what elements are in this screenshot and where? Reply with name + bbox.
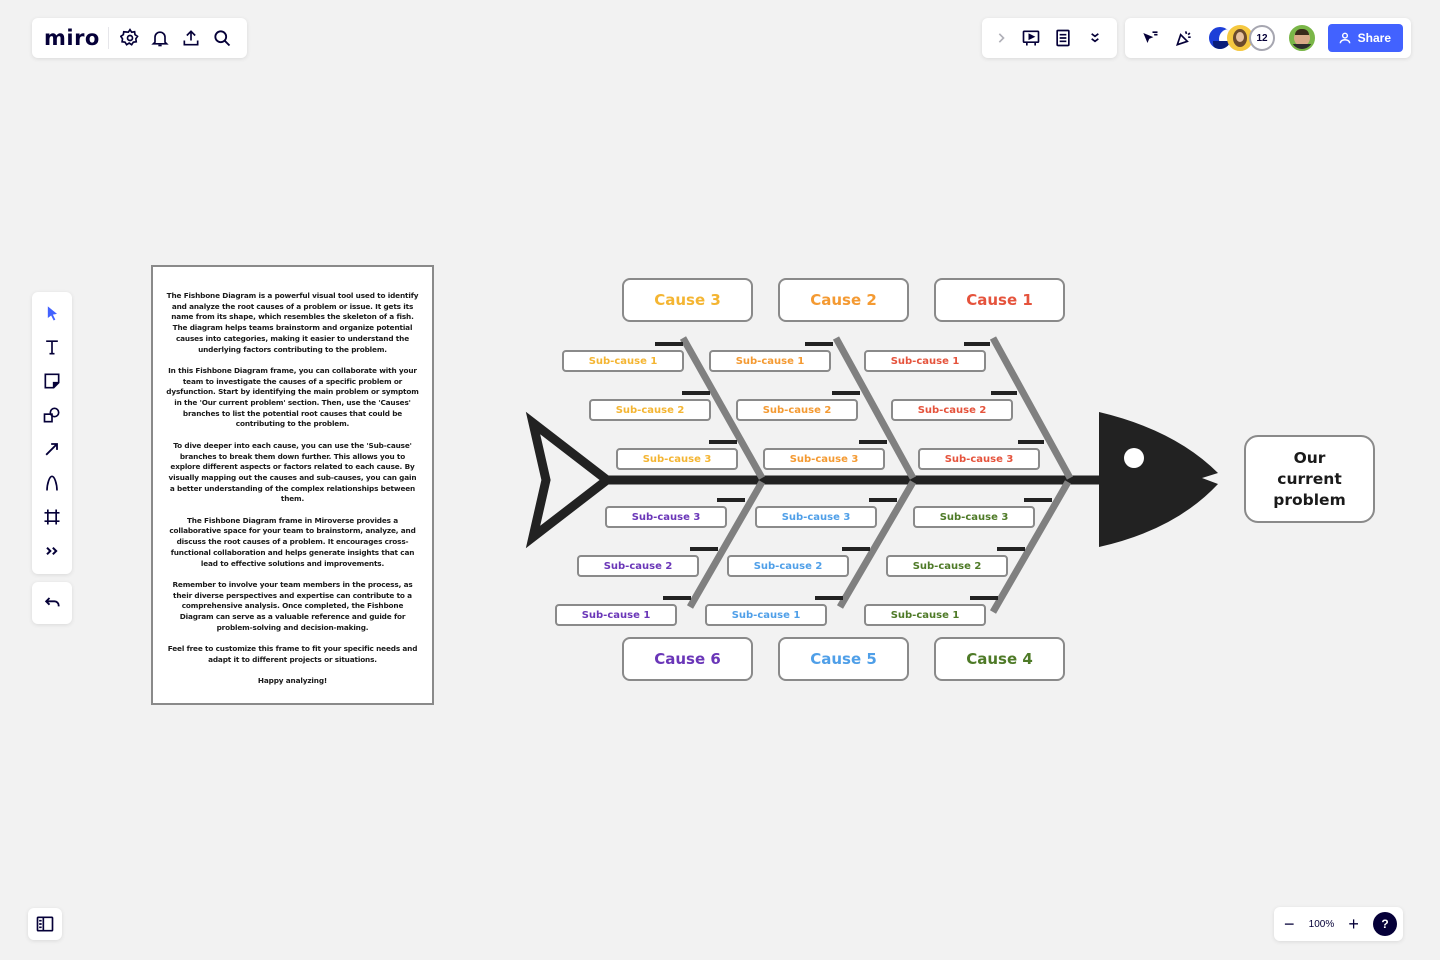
cause-3-sub-cause-1[interactable]: Sub-cause 1 xyxy=(562,350,684,372)
cause-2-box[interactable]: Cause 2 xyxy=(778,278,909,322)
cause-5-box[interactable]: Cause 5 xyxy=(778,637,909,681)
cause-6-box[interactable]: Cause 6 xyxy=(622,637,753,681)
fish-head xyxy=(1099,412,1218,547)
current-user-avatar[interactable] xyxy=(1289,25,1315,51)
help-button[interactable]: ? xyxy=(1372,912,1397,936)
cause-3-box[interactable]: Cause 3 xyxy=(622,278,753,322)
cause-1-box[interactable]: Cause 1 xyxy=(934,278,1065,322)
description-paragraph: Happy analyzing! xyxy=(257,676,328,686)
cause-5-sub-cause-1[interactable]: Sub-cause 1 xyxy=(705,604,827,626)
notifications-icon[interactable] xyxy=(145,21,176,55)
zoom-out-button[interactable]: − xyxy=(1284,913,1295,934)
arrow-tool-icon[interactable] xyxy=(32,432,72,466)
more-icon[interactable] xyxy=(1079,21,1111,55)
share-label: Share xyxy=(1357,31,1391,45)
search-icon[interactable] xyxy=(206,21,237,55)
cause-6-sub-cause-1[interactable]: Sub-cause 1 xyxy=(555,604,677,626)
current-problem-box[interactable]: Our current problem xyxy=(1244,435,1375,523)
notes-icon[interactable] xyxy=(1047,21,1079,55)
description-paragraph: Remember to involve your team members in… xyxy=(172,579,413,632)
shapes-tool-icon[interactable] xyxy=(32,398,72,432)
cause-2-sub-cause-2[interactable]: Sub-cause 2 xyxy=(736,399,858,421)
cause-5-sub-cause-3[interactable]: Sub-cause 3 xyxy=(755,506,877,528)
select-tool-icon[interactable] xyxy=(32,296,72,330)
board-panel-toggle[interactable] xyxy=(28,908,62,940)
miro-logo[interactable]: miro xyxy=(44,27,109,49)
frame-tool-icon[interactable] xyxy=(32,500,72,534)
top-right-toolbar-view xyxy=(982,18,1117,58)
celebrate-icon[interactable] xyxy=(1167,21,1201,55)
cause-5-sub-cause-2[interactable]: Sub-cause 2 xyxy=(727,555,849,577)
cause-3-sub-cause-3[interactable]: Sub-cause 3 xyxy=(616,448,738,470)
left-toolbar xyxy=(32,292,72,574)
sticky-note-tool-icon[interactable] xyxy=(32,364,72,398)
user-icon xyxy=(1339,32,1351,44)
cursor-icon[interactable] xyxy=(1133,21,1167,55)
cause-2-sub-cause-1[interactable]: Sub-cause 1 xyxy=(709,350,831,372)
top-right-toolbar-collab: 12 Share xyxy=(1125,18,1411,58)
cause-1-sub-cause-1[interactable]: Sub-cause 1 xyxy=(864,350,986,372)
fish-tail xyxy=(525,411,615,549)
settings-icon[interactable] xyxy=(114,21,145,55)
export-icon[interactable] xyxy=(176,21,207,55)
text-tool-icon[interactable] xyxy=(32,330,72,364)
top-left-toolbar: miro xyxy=(32,18,247,58)
cause-4-box[interactable]: Cause 4 xyxy=(934,637,1065,681)
more-tools-icon[interactable] xyxy=(32,534,72,568)
cause-4-sub-cause-1[interactable]: Sub-cause 1 xyxy=(864,604,986,626)
cause-6-sub-cause-3[interactable]: Sub-cause 3 xyxy=(605,506,727,528)
undo-icon[interactable] xyxy=(35,586,69,620)
description-paragraph: In this Fishbone Diagram frame, you can … xyxy=(166,365,419,429)
zoom-level[interactable]: 100% xyxy=(1308,918,1335,930)
description-paragraph: To dive deeper into each cause, you can … xyxy=(168,440,417,504)
share-button[interactable]: Share xyxy=(1327,24,1403,52)
expand-chevron-icon[interactable] xyxy=(988,21,1015,55)
description-frame[interactable]: The Fishbone Diagram is a powerful visua… xyxy=(151,265,434,705)
presentation-icon[interactable] xyxy=(1015,21,1047,55)
cause-2-sub-cause-3[interactable]: Sub-cause 3 xyxy=(763,448,885,470)
description-paragraph: The Fishbone Diagram is a powerful visua… xyxy=(166,291,419,354)
cause-4-sub-cause-3[interactable]: Sub-cause 3 xyxy=(913,506,1035,528)
sidebar-toggle-icon xyxy=(36,916,54,932)
zoom-controls: − 100% + ? xyxy=(1274,907,1403,941)
fish-eye xyxy=(1124,448,1144,468)
collaborator-avatars[interactable]: 12 xyxy=(1207,25,1275,51)
collaborator-count-badge[interactable]: 12 xyxy=(1249,25,1275,51)
description-paragraph: The Fishbone Diagram frame in Miroverse … xyxy=(169,515,416,568)
undo-panel xyxy=(32,582,72,624)
description-paragraph: Feel free to customize this frame to fit… xyxy=(167,644,418,664)
cause-3-sub-cause-2[interactable]: Sub-cause 2 xyxy=(589,399,711,421)
zoom-in-button[interactable]: + xyxy=(1348,913,1359,934)
cause-1-sub-cause-3[interactable]: Sub-cause 3 xyxy=(918,448,1040,470)
cause-1-sub-cause-2[interactable]: Sub-cause 2 xyxy=(891,399,1013,421)
cause-4-sub-cause-2[interactable]: Sub-cause 2 xyxy=(886,555,1008,577)
pen-tool-icon[interactable] xyxy=(32,466,72,500)
cause-6-sub-cause-2[interactable]: Sub-cause 2 xyxy=(577,555,699,577)
